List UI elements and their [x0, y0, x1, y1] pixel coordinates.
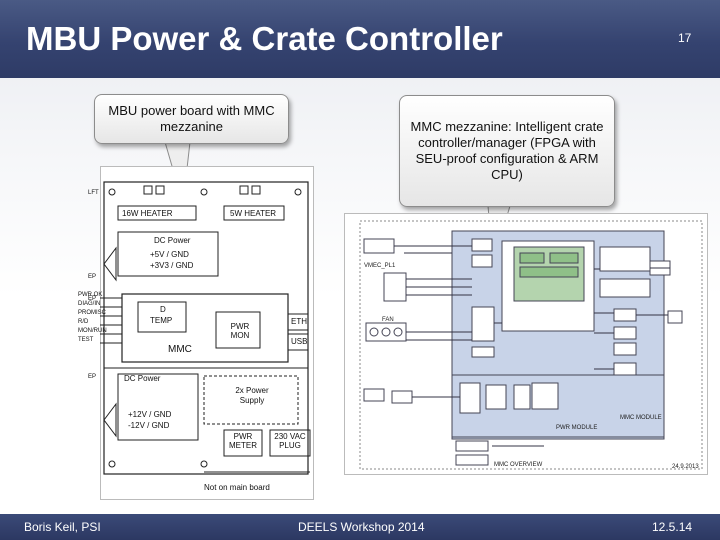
conn-label-ep-1: EP: [88, 274, 97, 280]
footer-bar: [0, 514, 720, 540]
conn-label-ep-2: EP: [88, 296, 97, 302]
dc-power-bottom-v1: +12V / GND: [128, 410, 172, 419]
slide-number: 17: [678, 31, 692, 45]
title-bar: [0, 0, 720, 78]
signal-label-rd: R/D: [78, 319, 89, 325]
temp-label: TEMP: [150, 316, 173, 325]
dc-power-top-v1: +5V / GND: [150, 250, 189, 259]
mmc-overview-schematic: [344, 213, 708, 475]
mmc-overview-diagram: VMEC_PL1 FAN PWR MODULE MMC MODULE MMC O…: [344, 213, 708, 475]
temp-prefix: D: [160, 305, 166, 314]
signal-label-test: TEST: [78, 337, 94, 343]
mbu-power-board-diagram: LFT EP EP EP PWR.OK DIAG/IN PROMISC R/D …: [78, 166, 314, 500]
vmec-label: VMEC_PL1: [364, 263, 396, 269]
signal-label-monrun: MON/RUN: [78, 328, 107, 334]
signal-label-promisc: PROMISC: [78, 310, 107, 316]
footer-author: Boris Keil, PSI: [24, 520, 101, 534]
heater-16w-label: 16W HEATER: [122, 209, 173, 218]
mmc-overview-label: MMC OVERVIEW: [494, 462, 543, 468]
callout-right: MMC mezzanine: Intelligent crate control…: [399, 95, 615, 207]
vac-plug-label: 230 VAC PLUG: [274, 432, 306, 450]
footer-event: DEELS Workshop 2014: [298, 520, 425, 534]
power-supply-label: 2x Power Supply: [235, 386, 269, 405]
power-board-schematic: [100, 166, 314, 500]
pwr-mon-label: PWR MON: [230, 322, 250, 340]
diagram-date-label: 24.9.2013: [672, 464, 699, 470]
callout-left: MBU power board with MMC mezzanine: [94, 94, 289, 144]
footer-date: 12.5.14: [652, 520, 693, 534]
mmc-label: MMC: [168, 344, 192, 355]
conn-label-lft: LFT: [88, 190, 99, 196]
pwr-meter-label: PWR METER: [229, 432, 257, 450]
pwr-module-label: PWR MODULE: [556, 425, 598, 431]
usb-label: USB: [291, 337, 308, 346]
signal-label-diag: DIAG/IN: [78, 301, 101, 307]
heater-5w-label: 5W HEATER: [230, 209, 277, 218]
not-on-main-board-label: Not on main board: [204, 483, 270, 492]
dc-power-top-label: DC Power: [154, 236, 191, 245]
slide-title: MBU Power & Crate Controller: [26, 20, 503, 57]
fan-label: FAN: [382, 317, 394, 323]
mmc-module-label: MMC MODULE: [620, 415, 662, 421]
dc-power-bottom-v2: -12V / GND: [128, 421, 170, 430]
dc-power-bottom-label: DC Power: [124, 374, 161, 383]
signal-label-pwrok: PWR.OK: [78, 292, 103, 298]
dc-power-top-v2: +3V3 / GND: [150, 261, 194, 270]
conn-label-ep-3: EP: [88, 374, 97, 380]
eth-label: ETH: [291, 317, 307, 326]
